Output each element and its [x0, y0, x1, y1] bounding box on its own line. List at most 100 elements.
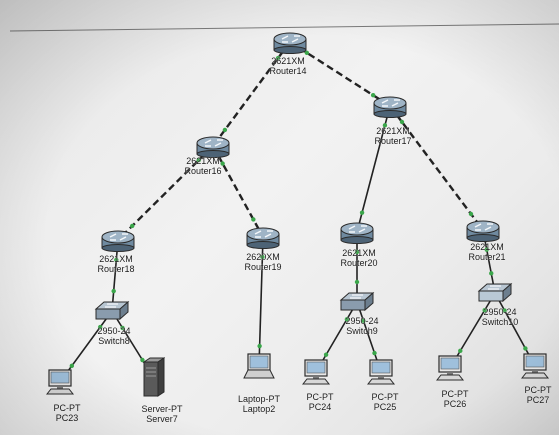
router-icon: [101, 230, 135, 252]
link-status-dot: [354, 279, 360, 285]
device-pc23[interactable]: [45, 369, 75, 400]
link-status-dot: [196, 157, 201, 163]
device-model: PC-PT: [371, 392, 399, 402]
device-router21[interactable]: [465, 218, 501, 247]
link-status-dot: [257, 343, 262, 349]
device-laptop2[interactable]: [242, 353, 276, 384]
device-switch10[interactable]: [477, 282, 513, 309]
link-status-dot: [260, 254, 265, 260]
pc-icon: [301, 359, 331, 385]
link-status-dot: [220, 161, 225, 166]
link-status-dot: [370, 93, 376, 98]
router-icon: [373, 96, 407, 118]
device-router18[interactable]: [100, 228, 136, 257]
device-router20[interactable]: [339, 220, 375, 249]
pc-icon: [45, 369, 75, 395]
link-status-dot: [502, 308, 507, 313]
device-router16[interactable]: [195, 134, 231, 163]
device-name: Router21: [468, 252, 506, 262]
device-model: 2621XM: [186, 156, 220, 166]
device-model: 2620XM: [246, 252, 280, 262]
link-status-dot: [111, 288, 116, 294]
link-status-dot: [251, 217, 256, 222]
link-status-dot: [222, 127, 228, 133]
device-name: Switch10: [481, 317, 519, 327]
device-pc27[interactable]: [520, 353, 550, 384]
device-router14[interactable]: [272, 30, 308, 59]
link-status-dot: [323, 352, 329, 357]
link-router16-router18[interactable]: [117, 145, 214, 241]
device-model: 2621XM: [470, 242, 504, 252]
device-pc26[interactable]: [435, 355, 465, 386]
device-name: Laptop2: [242, 404, 276, 414]
device-server7[interactable]: [141, 357, 166, 402]
device-name: PC23: [55, 413, 79, 423]
link-status-dot: [489, 271, 494, 276]
router-icon: [246, 227, 280, 249]
link-router16-router19[interactable]: [211, 145, 265, 238]
router-icon: [340, 222, 374, 244]
link-status-dot: [120, 325, 125, 331]
device-name: PC26: [443, 399, 467, 409]
device-name: PC24: [308, 402, 332, 412]
link-status-dot: [354, 249, 360, 255]
device-name: Server7: [146, 414, 178, 424]
link-status-dot: [114, 257, 119, 263]
link-status-dot: [130, 223, 135, 229]
link-status-dot: [275, 55, 281, 61]
device-pc25[interactable]: [366, 359, 396, 390]
device-model: Server-PT: [141, 404, 183, 414]
device-model: 2621XM: [342, 248, 376, 258]
device-name: Router18: [97, 264, 135, 274]
link-status-dot: [372, 350, 377, 356]
link-status-dot: [140, 357, 145, 363]
device-router17[interactable]: [372, 94, 408, 123]
link-status-dot: [458, 348, 463, 354]
link-status-dot: [468, 211, 474, 217]
laptop-icon: [243, 353, 275, 379]
switch-icon: [339, 291, 375, 312]
device-model: 2621XM: [271, 56, 305, 66]
device-switch8[interactable]: [94, 300, 130, 327]
router-icon: [273, 32, 307, 54]
device-model: PC-PT: [53, 403, 81, 413]
link-status-dot: [382, 123, 388, 128]
link-status-dot: [69, 363, 75, 369]
pc-icon: [366, 359, 396, 385]
device-name: Router14: [269, 66, 307, 76]
device-name: PC27: [526, 395, 550, 405]
device-model: 2621XM: [99, 254, 133, 264]
device-switch9[interactable]: [339, 291, 375, 318]
device-name: PC25: [373, 402, 397, 412]
switch-icon: [477, 282, 513, 303]
device-model: 2950-24: [483, 307, 517, 317]
device-model: PC-PT: [306, 392, 334, 402]
link-status-dot: [399, 119, 405, 125]
link-status-dot: [97, 324, 103, 330]
pc-icon: [435, 355, 465, 381]
link-router14-router17[interactable]: [289, 40, 391, 108]
device-name: Switch8: [98, 336, 130, 346]
device-model: PC-PT: [524, 385, 552, 395]
link-router17-router21[interactable]: [389, 105, 484, 231]
device-model: 2950-24: [97, 326, 131, 336]
device-pc24[interactable]: [301, 359, 331, 390]
device-name: Router17: [374, 136, 412, 146]
link-status-dot: [482, 307, 487, 313]
device-router19[interactable]: [245, 225, 281, 254]
